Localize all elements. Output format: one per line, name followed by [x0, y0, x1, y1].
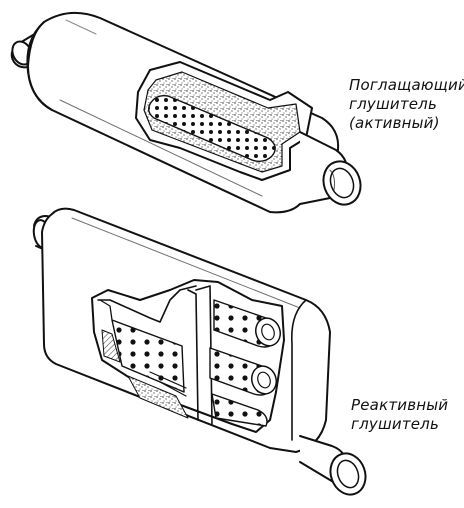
reactive-muffler-drawing: [32, 207, 367, 496]
absorptive-muffler-label: Поглащающий глушитель (активный): [349, 76, 464, 133]
outlet-pipe: [299, 435, 367, 496]
perforated-tube: [209, 347, 278, 396]
outlet-pipe: [299, 131, 362, 206]
reactive-muffler-label-line1: Реактивный: [351, 396, 449, 414]
perforated-tube: [213, 299, 282, 348]
absorptive-muffler-label-line2: глушитель: [349, 95, 438, 113]
reactive-muffler-label-line2: глушитель: [351, 415, 440, 433]
absorptive-muffler-label-line3: (активный): [349, 114, 440, 132]
perforated-tube: [147, 94, 276, 163]
absorptive-muffler-drawing: [10, 11, 362, 214]
perforated-tube: [211, 393, 268, 427]
absorptive-muffler-label-line1: Поглащающий: [349, 76, 464, 94]
reactive-muffler-label: Реактивный глушитель: [351, 396, 448, 434]
